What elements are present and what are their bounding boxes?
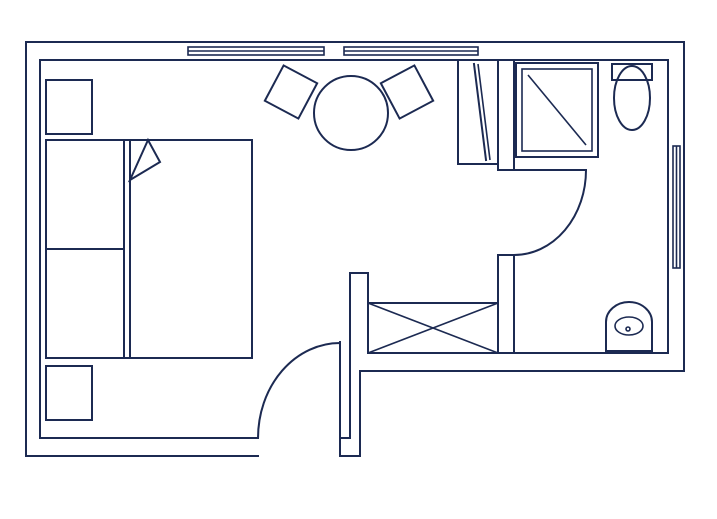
door-swing-icon [256, 341, 341, 440]
double-bed-icon [45, 137, 253, 359]
chair-icon [379, 64, 435, 120]
outer-wall-outline [25, 41, 685, 457]
chair-icon [263, 64, 319, 120]
toilet-icon [611, 63, 653, 131]
window-left [187, 46, 325, 56]
wall-cabinet [457, 59, 499, 165]
nightstand-icon [45, 365, 93, 421]
outer-walls [25, 41, 685, 457]
sink-icon [605, 301, 653, 352]
inner-wall-outline [39, 59, 669, 439]
bathroom-walls [497, 59, 587, 354]
door-swing-icon [512, 168, 588, 257]
entrance-door [256, 341, 341, 440]
nightstand-icon [45, 79, 93, 135]
shower-icon [515, 62, 599, 158]
round-table-icon [313, 75, 389, 151]
window-bathroom [672, 145, 681, 269]
window-right [343, 46, 479, 56]
wardrobe-icon [367, 302, 499, 354]
